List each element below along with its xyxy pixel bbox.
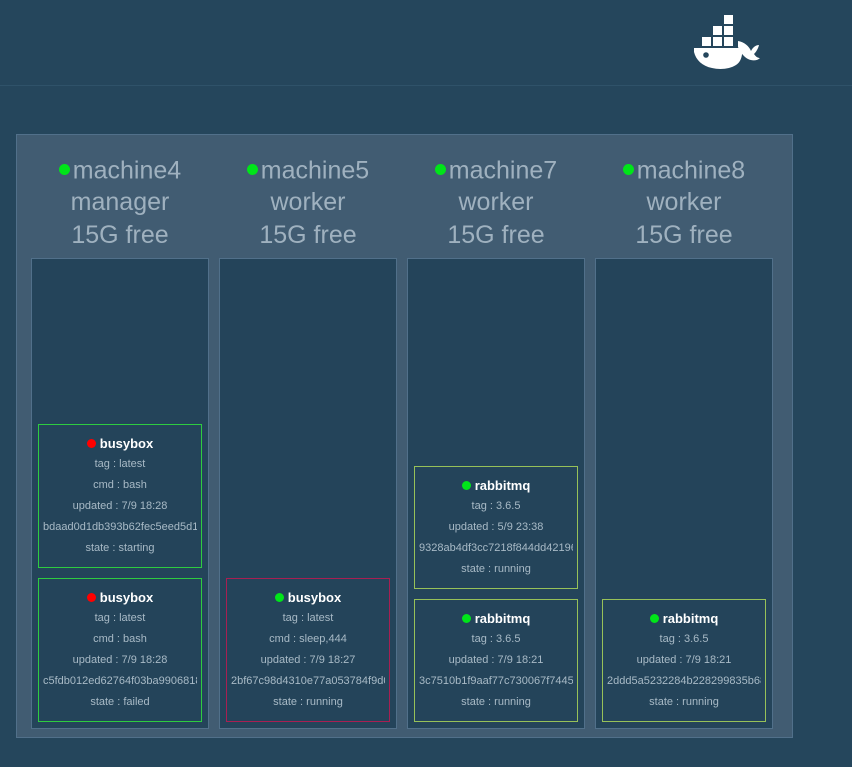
container-tag: tag : latest: [94, 458, 146, 470]
container-image-name: busybox: [99, 436, 154, 451]
container-state: state : failed: [90, 696, 150, 708]
swarm-node-machine7: machine7 worker 15G free rabbitmq tag : 3.6.…: [407, 145, 585, 729]
container-id: bdaad0d1db393b62fec5eed5d19a66: [43, 521, 197, 533]
swarm-node-machine8: machine8 worker 15G free rabbitmq tag : 3.6.…: [595, 145, 773, 729]
swarm-node-machine4: machine4 manager 15G free busybox tag : late…: [31, 145, 209, 729]
container-status-dot-icon: [86, 593, 96, 603]
node-name: machine7: [448, 156, 558, 185]
container-tag: tag : 3.6.5: [659, 633, 709, 645]
container-title: rabbitmq: [419, 609, 573, 629]
container-card[interactable]: rabbitmq tag : 3.6.5 updated : 7/9 18:21 2d…: [602, 599, 766, 722]
node-container-area: busybox tag : latest cmd : bash updated : 7…: [31, 258, 209, 729]
app-header: [0, 0, 852, 86]
node-container-area: rabbitmq tag : 3.6.5 updated : 5/9 23:38 93…: [407, 258, 585, 729]
node-role: worker: [458, 188, 534, 217]
container-card[interactable]: busybox tag : latest cmd : sleep,444 update…: [226, 578, 390, 722]
container-updated: updated : 7/9 18:21: [636, 654, 732, 666]
container-tag: tag : latest: [94, 612, 146, 624]
node-status-dot-icon: [622, 163, 634, 175]
container-updated: updated : 7/9 18:28: [72, 500, 168, 512]
node-name-row: machine8: [595, 153, 773, 186]
node-name: machine5: [260, 156, 370, 185]
node-memory: 15G free: [259, 221, 357, 250]
container-updated: updated : 7/9 18:28: [72, 654, 168, 666]
container-card[interactable]: busybox tag : latest cmd : bash updated : 7…: [38, 578, 202, 722]
container-updated: updated : 5/9 23:38: [448, 521, 544, 533]
node-status-dot-icon: [246, 163, 258, 175]
container-card[interactable]: rabbitmq tag : 3.6.5 updated : 7/9 18:21 3c…: [414, 599, 578, 722]
node-name-row: machine4: [31, 153, 209, 186]
node-header: machine8 worker 15G free: [595, 145, 773, 258]
container-id: 2ddd5a5232284b228299835b6899ba: [607, 675, 761, 687]
node-name: machine8: [636, 156, 746, 185]
container-tag: tag : 3.6.5: [471, 500, 521, 512]
container-image-name: busybox: [99, 590, 154, 605]
node-name-row: machine5: [219, 153, 397, 186]
node-header: machine5 worker 15G free: [219, 145, 397, 258]
node-status-dot-icon: [58, 163, 70, 175]
container-cmd: cmd : bash: [93, 633, 147, 645]
container-cmd: cmd : sleep,444: [269, 633, 347, 645]
nodes-row: machine4 manager 15G free busybox tag : late…: [31, 145, 780, 729]
container-tag: tag : 3.6.5: [471, 633, 521, 645]
container-cmd: cmd : bash: [93, 479, 147, 491]
node-container-area: rabbitmq tag : 3.6.5 updated : 7/9 18:21 2d…: [595, 258, 773, 729]
container-updated: updated : 7/9 18:21: [448, 654, 544, 666]
container-card[interactable]: rabbitmq tag : 3.6.5 updated : 5/9 23:38 93…: [414, 466, 578, 589]
container-state: state : starting: [85, 542, 155, 554]
container-image-name: rabbitmq: [474, 611, 531, 626]
node-role: manager: [70, 188, 170, 217]
container-state: state : running: [461, 696, 531, 708]
node-header: machine7 worker 15G free: [407, 145, 585, 258]
container-tag: tag : latest: [282, 612, 334, 624]
container-status-dot-icon: [461, 481, 471, 491]
container-id: 9328ab4df3cc7218f844dd42196aab7: [419, 542, 573, 554]
node-name-row: machine7: [407, 153, 585, 186]
container-state: state : running: [273, 696, 343, 708]
container-card[interactable]: busybox tag : latest cmd : bash updated : 7…: [38, 424, 202, 568]
docker-whale-logo-icon: [688, 9, 760, 71]
container-id: c5fdb012ed62764f03ba99068182430: [43, 675, 197, 687]
container-title: busybox: [43, 434, 197, 454]
container-status-dot-icon: [649, 614, 659, 624]
container-status-dot-icon: [461, 614, 471, 624]
node-container-area: busybox tag : latest cmd : sleep,444 update…: [219, 258, 397, 729]
container-title: rabbitmq: [607, 609, 761, 629]
container-image-name: rabbitmq: [474, 478, 531, 493]
swarm-node-machine5: machine5 worker 15G free busybox tag : lates…: [219, 145, 397, 729]
node-role: worker: [646, 188, 722, 217]
swarm-panel: machine4 manager 15G free busybox tag : late…: [16, 134, 793, 738]
container-id: 2bf67c98d4310e77a053784f9d03a04: [231, 675, 385, 687]
container-updated: updated : 7/9 18:27: [260, 654, 356, 666]
node-status-dot-icon: [434, 163, 446, 175]
container-image-name: rabbitmq: [662, 611, 719, 626]
container-status-dot-icon: [274, 593, 284, 603]
container-state: state : running: [649, 696, 719, 708]
container-status-dot-icon: [86, 439, 96, 449]
node-memory: 15G free: [447, 221, 545, 250]
container-id: 3c7510b1f9aaf77c730067f74451e05: [419, 675, 573, 687]
node-memory: 15G free: [71, 221, 169, 250]
container-title: rabbitmq: [419, 476, 573, 496]
node-header: machine4 manager 15G free: [31, 145, 209, 258]
node-memory: 15G free: [635, 221, 733, 250]
node-name: machine4: [72, 156, 182, 185]
node-role: worker: [270, 188, 346, 217]
container-state: state : running: [461, 563, 531, 575]
container-title: busybox: [43, 588, 197, 608]
container-title: busybox: [231, 588, 385, 608]
container-image-name: busybox: [287, 590, 342, 605]
